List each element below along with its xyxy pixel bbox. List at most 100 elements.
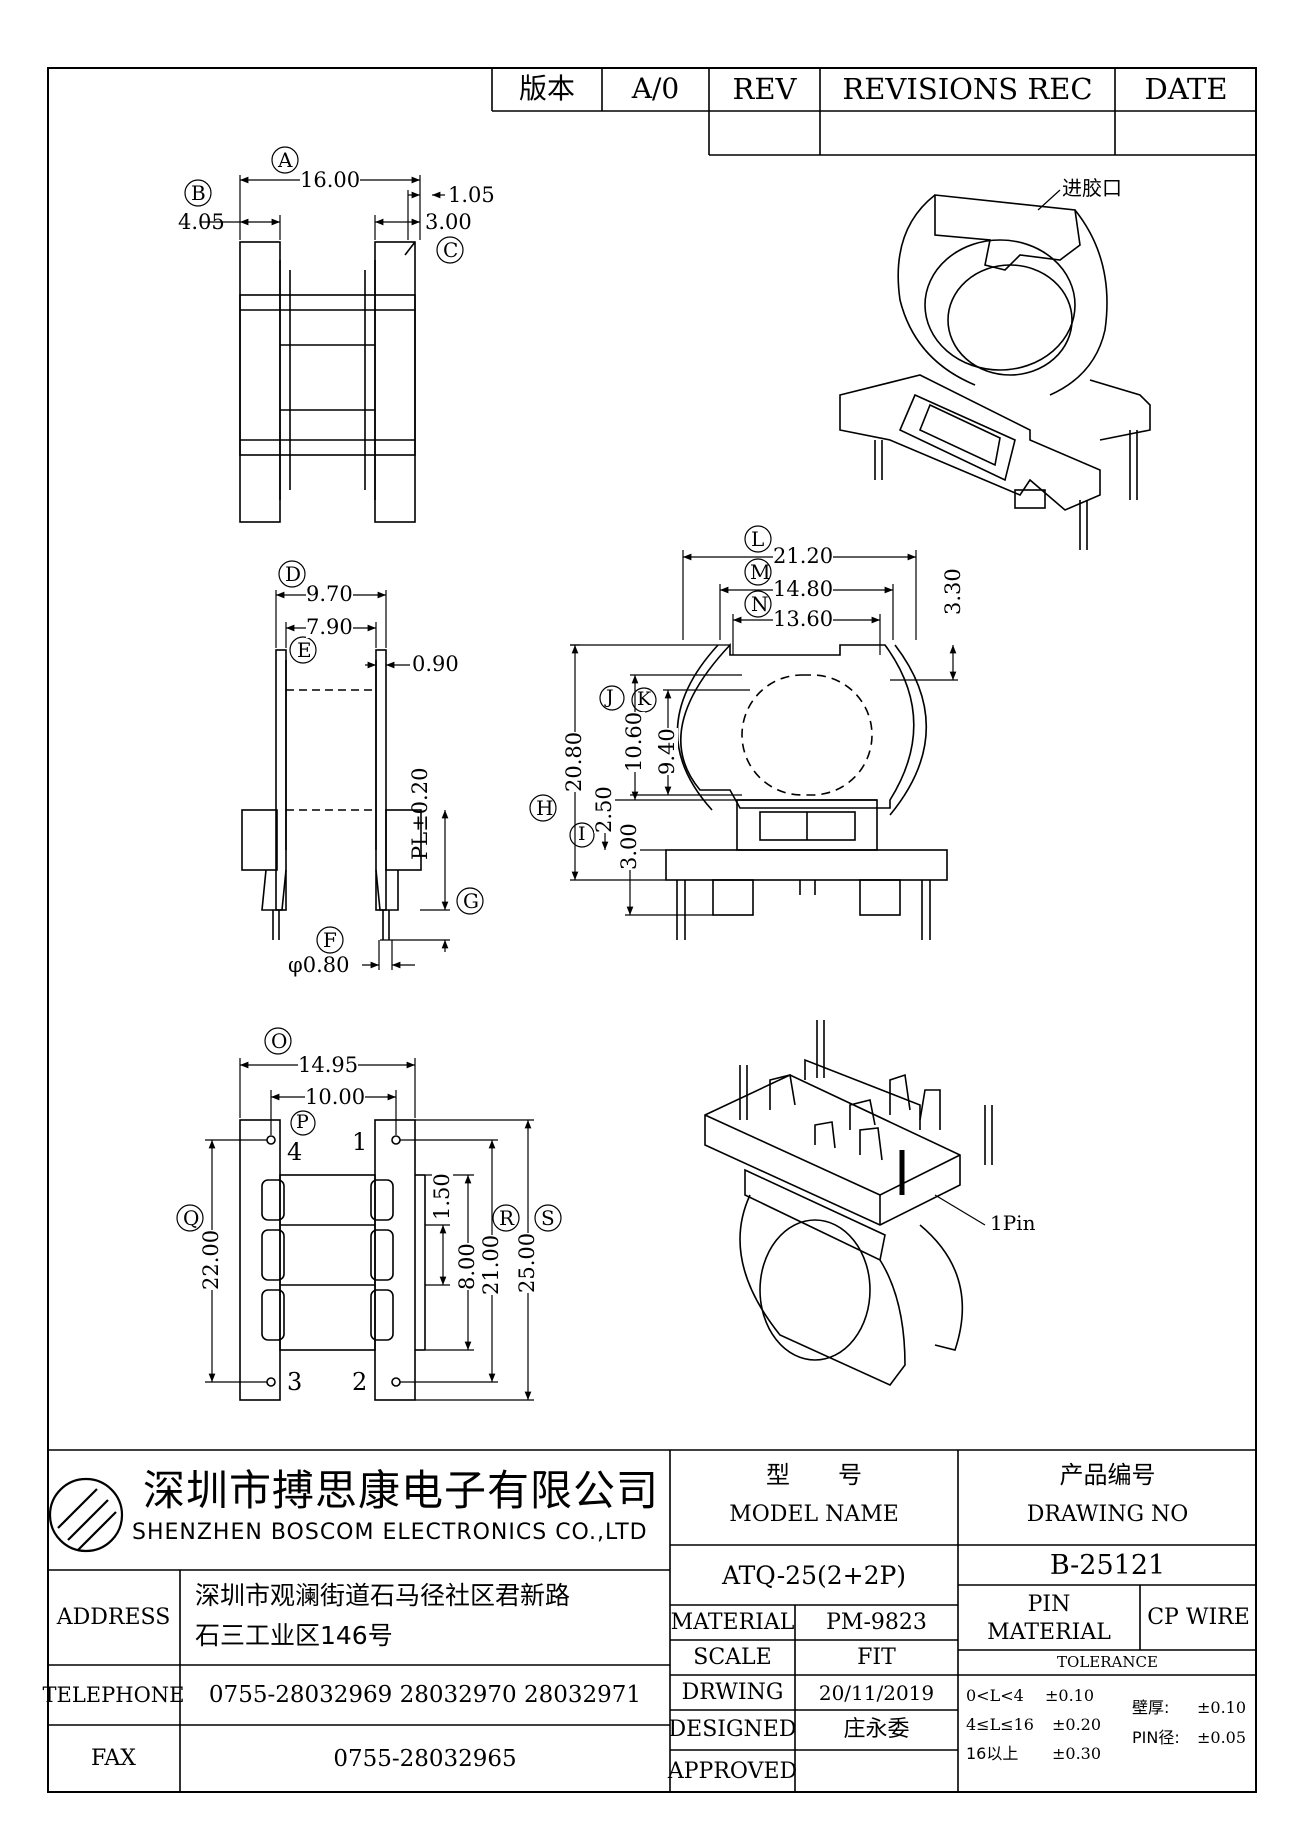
wall-thickness-value: ±0.10 <box>1197 1698 1247 1717</box>
dim-i2-value: 3.00 <box>617 823 641 870</box>
balloon-f-label: F <box>323 928 337 952</box>
balloon-c-label: C <box>443 238 459 262</box>
dim-h-value: 20.80 <box>562 731 586 792</box>
tol-range-1: 0<L<4 <box>966 1686 1024 1705</box>
material-value: PM-9823 <box>826 1609 927 1635</box>
tol-range-2: 4≤L≤16 <box>966 1715 1034 1734</box>
dim-d-value: 9.70 <box>306 582 353 606</box>
dim-m-value: 14.80 <box>773 577 834 601</box>
dim-l-value: 21.20 <box>773 544 834 568</box>
tol-value-2: ±0.20 <box>1052 1715 1102 1734</box>
pin-material-label-1: PIN <box>1027 1592 1071 1617</box>
bottom-view <box>239 1119 426 1401</box>
fax-label: FAX <box>91 1746 136 1771</box>
balloon-b-label: B <box>191 181 206 205</box>
pin-material-value: CP WIRE <box>1147 1604 1250 1630</box>
dim-inner1-value: 1.50 <box>430 1173 454 1220</box>
approved-label: APPROVED <box>667 1758 798 1784</box>
dim-e-right-value: 0.90 <box>412 652 459 676</box>
gate-label: 进胶口 <box>1062 176 1122 200</box>
pin1-label: 1Pin <box>990 1211 1036 1235</box>
balloon-p-label: P <box>296 1111 309 1133</box>
fax-value: 0755-28032965 <box>333 1745 517 1772</box>
drawing-label: DRWING <box>681 1679 784 1705</box>
telephone-value: 0755-28032969 28032970 28032971 <box>208 1681 642 1708</box>
pin-diameter-value: ±0.05 <box>1197 1728 1247 1747</box>
pin-diameter-label: PIN径: <box>1132 1728 1180 1747</box>
model-name-en: MODEL NAME <box>729 1502 899 1527</box>
balloon-g-label: G <box>463 889 479 913</box>
balloon-e-label: E <box>297 638 312 662</box>
dim-o-value: 14.95 <box>298 1053 359 1077</box>
address-line-2: 石三工业区146号 <box>195 1621 393 1650</box>
address-line-1: 深圳市观澜街道石马径社区君新路 <box>195 1581 571 1610</box>
balloon-s-label: S <box>541 1206 555 1230</box>
top-view <box>239 241 416 523</box>
material-label: MATERIAL <box>670 1609 795 1635</box>
tol-range-3: 16以上 <box>966 1744 1019 1763</box>
balloon-q-label: Q <box>183 1206 200 1230</box>
balloon-r-label: R <box>499 1206 515 1230</box>
scale-value: FIT <box>857 1644 896 1670</box>
pin-1-label: 1 <box>352 1128 368 1156</box>
side-view <box>241 649 422 940</box>
dim-q-value: 22.00 <box>199 1229 223 1290</box>
balloon-k-label: K <box>637 688 652 710</box>
front-view <box>665 642 948 940</box>
dim-f-number: 0.80 <box>302 953 350 977</box>
dim-r-value: 21.00 <box>479 1234 503 1295</box>
balloon-n-label: N <box>751 592 769 616</box>
rev-label: REV <box>732 71 797 106</box>
company-name-cn: 深圳市搏思康电子有限公司 <box>143 1466 660 1515</box>
drawing-no-en: DRAWING NO <box>1026 1502 1189 1527</box>
scale-label: SCALE <box>693 1644 772 1670</box>
dim-j-value: 9.40 <box>655 728 679 775</box>
balloon-o-label: O <box>271 1029 288 1053</box>
dim-b-value: 4.05 <box>178 210 225 234</box>
drawing-date: 20/11/2019 <box>818 1680 935 1705</box>
balloon-j-label: J <box>606 686 614 708</box>
drawing-no-cn: 产品编号 <box>1059 1461 1156 1489</box>
dim-i1-value: 2.50 <box>592 786 616 833</box>
dim-f-value: φ0.80 <box>288 955 349 976</box>
dim-a-value: 16.00 <box>300 168 361 192</box>
tol-value-1: ±0.10 <box>1045 1686 1095 1705</box>
dim-g-value: PL±0.20 <box>408 767 432 860</box>
isometric-view-bottom <box>704 1020 993 1386</box>
tolerance-label: TOLERANCE <box>1057 1653 1158 1671</box>
dim-inner2-value: 8.00 <box>455 1243 479 1290</box>
dim-c-value: 3.00 <box>425 210 472 234</box>
drawing-no-value: B-25121 <box>1049 1549 1166 1581</box>
company-name-en: SHENZHEN BOSCOM ELECTRONICS CO.,LTD <box>132 1520 648 1545</box>
date-label: DATE <box>1144 71 1228 106</box>
dim-k-value: 10.60 <box>622 711 646 772</box>
dim-e-value: 7.90 <box>306 615 353 639</box>
pin-material-label-2: MATERIAL <box>987 1620 1111 1645</box>
balloon-m-label: M <box>750 560 771 584</box>
version-label: 版本 <box>518 72 575 105</box>
title-block-grid <box>47 1449 1257 1793</box>
balloon-d-label: D <box>285 562 302 586</box>
dim-n-value: 13.60 <box>773 607 834 631</box>
address-label: ADDRESS <box>56 1604 171 1630</box>
dim-top-right-value: 3.30 <box>941 568 965 615</box>
balloon-a-label: A <box>278 148 293 172</box>
drawing-frame <box>47 67 1257 1793</box>
dim-c-top-value: 1.05 <box>448 183 495 207</box>
pin-3-label: 3 <box>287 1368 303 1396</box>
pin-2-label: 2 <box>352 1368 368 1396</box>
model-value: ATQ-25(2+2P) <box>721 1560 907 1590</box>
wall-thickness-label: 壁厚: <box>1132 1698 1170 1717</box>
model-name-cn: 型 号 <box>766 1461 862 1489</box>
designed-value: 庄永委 <box>843 1717 910 1742</box>
dim-f-prefix: φ <box>288 953 303 977</box>
revision-table-grid <box>491 67 1257 156</box>
balloon-h-label: H <box>536 796 554 820</box>
balloon-l-label: L <box>751 527 765 551</box>
dim-p-value: 10.00 <box>305 1085 366 1109</box>
top-view-dimensions <box>184 146 464 264</box>
pin-4-label: 4 <box>287 1138 303 1166</box>
designed-label: DESIGNED <box>668 1717 797 1742</box>
company-logo <box>48 1477 124 1553</box>
isometric-view-top <box>839 189 1151 550</box>
